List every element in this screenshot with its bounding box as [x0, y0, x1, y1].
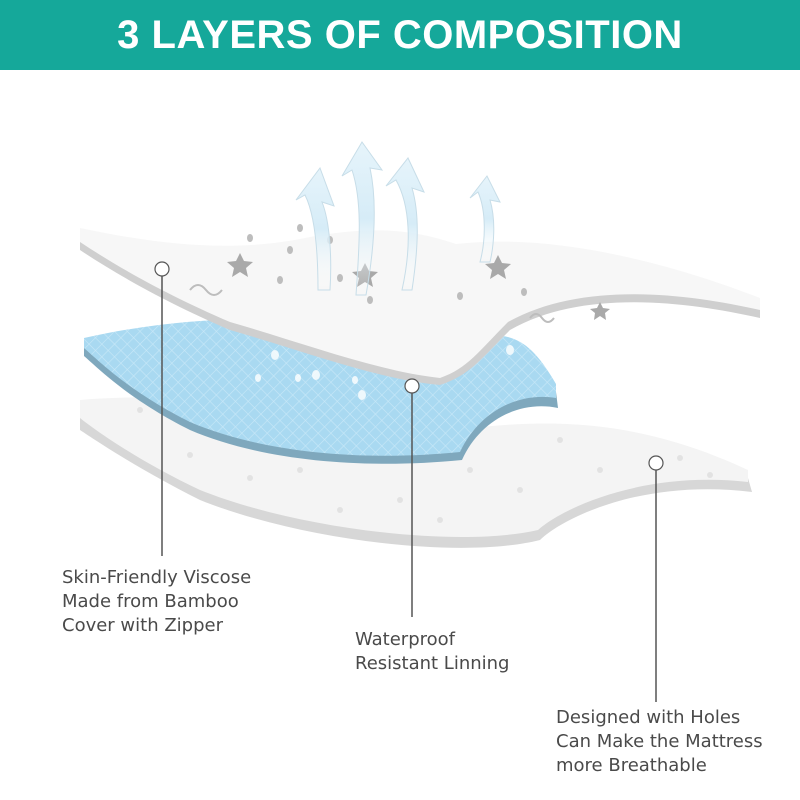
top-layer [80, 224, 760, 385]
airflow-arrows [295, 141, 501, 296]
middle-layer-marker [404, 378, 420, 394]
middle-layer-label: Waterproof Resistant Linning [355, 628, 510, 676]
leader-lines [161, 276, 657, 702]
layers-illustration [80, 141, 760, 702]
top-layer-marker [154, 261, 170, 277]
bottom-layer-marker [648, 455, 664, 471]
middle-layer-label-line: Waterproof [355, 629, 456, 650]
bottom-layer-label: Designed with Holes Can Make the Mattres… [556, 706, 763, 778]
bottom-layer-label-line: more Breathable [556, 755, 707, 776]
header-banner: 3 LAYERS OF COMPOSITION [0, 0, 800, 70]
top-layer-label-line: Made from Bamboo [62, 591, 239, 612]
middle-layer-label-line: Resistant Linning [355, 653, 510, 674]
bottom-layer-label-line: Can Make the Mattress [556, 731, 763, 752]
top-layer-label: Skin-Friendly Viscose Made from Bamboo C… [62, 566, 251, 638]
leader-markers [154, 261, 664, 471]
banner-title: 3 LAYERS OF COMPOSITION [117, 12, 683, 57]
top-layer-label-line: Skin-Friendly Viscose [62, 567, 252, 588]
top-layer-label-line: Cover with Zipper [62, 615, 223, 636]
bottom-layer-label-line: Designed with Holes [556, 707, 741, 728]
